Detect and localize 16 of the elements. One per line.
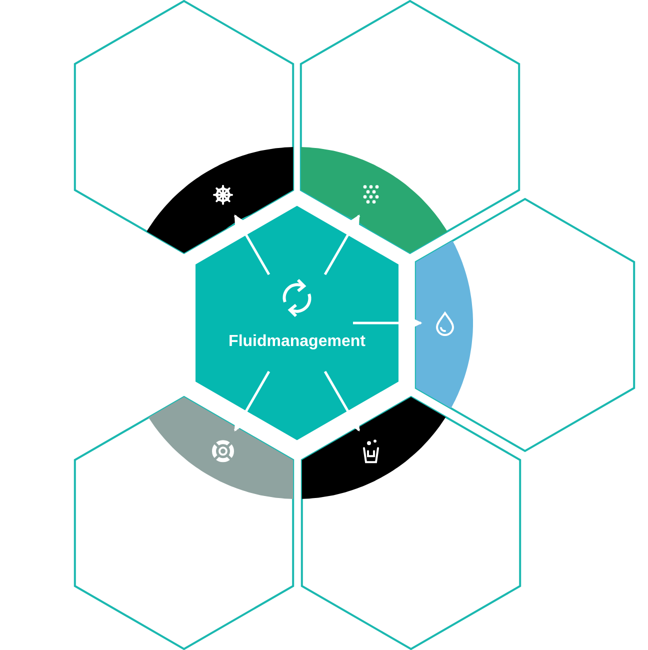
ring-segment xyxy=(416,240,473,408)
arrow xyxy=(324,214,360,276)
arrow xyxy=(234,370,270,432)
node-title: Fluidmanagement xyxy=(228,333,366,351)
hexagon xyxy=(74,0,294,254)
hexagon xyxy=(74,396,294,650)
hexagon xyxy=(414,198,636,452)
arrow xyxy=(234,214,270,276)
arrow xyxy=(353,316,422,330)
hexagon xyxy=(300,396,522,650)
ring-segment xyxy=(146,147,294,253)
arrow xyxy=(324,370,360,432)
ring-segment xyxy=(302,397,446,499)
ring-segment xyxy=(148,397,294,499)
ring-segment xyxy=(300,147,448,253)
hexagon xyxy=(300,0,520,254)
